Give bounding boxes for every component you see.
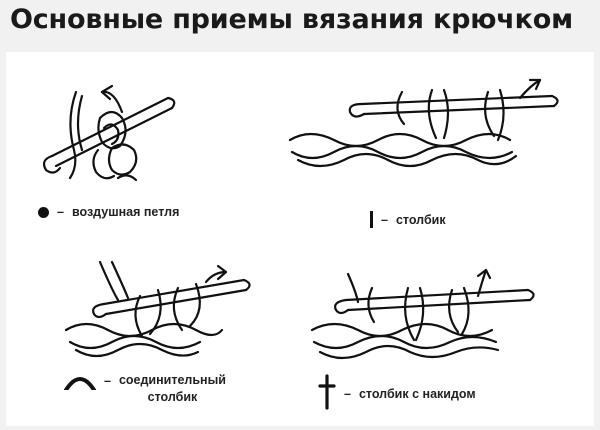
- single-crochet-diagram: [288, 78, 559, 168]
- legend-label: столбик с накидом: [358, 386, 476, 401]
- chain-stitch-diagram: [42, 84, 176, 182]
- legend-label-line2: столбик: [147, 390, 198, 404]
- arc-symbol-icon: [64, 374, 96, 393]
- legend-chain-stitch: – воздушная петля: [38, 205, 179, 219]
- legend-dash: –: [344, 386, 351, 401]
- legend-dash: –: [104, 374, 111, 388]
- slip-stitch-diagram: [64, 260, 251, 358]
- legend-single-crochet: – столбик: [370, 211, 446, 228]
- legend-label: соединительный столбик: [119, 372, 226, 406]
- dot-symbol-icon: [38, 206, 49, 218]
- page-title: Основные приемы вязания крючком: [10, 4, 573, 35]
- legend-dash: –: [381, 212, 388, 227]
- bar-symbol-icon: [370, 211, 373, 228]
- legend-double-crochet: – столбик с накидом: [318, 374, 476, 413]
- legend-slip-stitch: – соединительный столбик: [64, 372, 226, 406]
- legend-dash: –: [57, 205, 64, 219]
- double-crochet-diagram: [310, 268, 535, 360]
- legend-label: столбик: [395, 212, 446, 227]
- legend-label-line1: соединительный: [118, 373, 226, 387]
- cross-symbol-icon: [318, 374, 336, 413]
- legend-label: воздушная петля: [71, 205, 180, 219]
